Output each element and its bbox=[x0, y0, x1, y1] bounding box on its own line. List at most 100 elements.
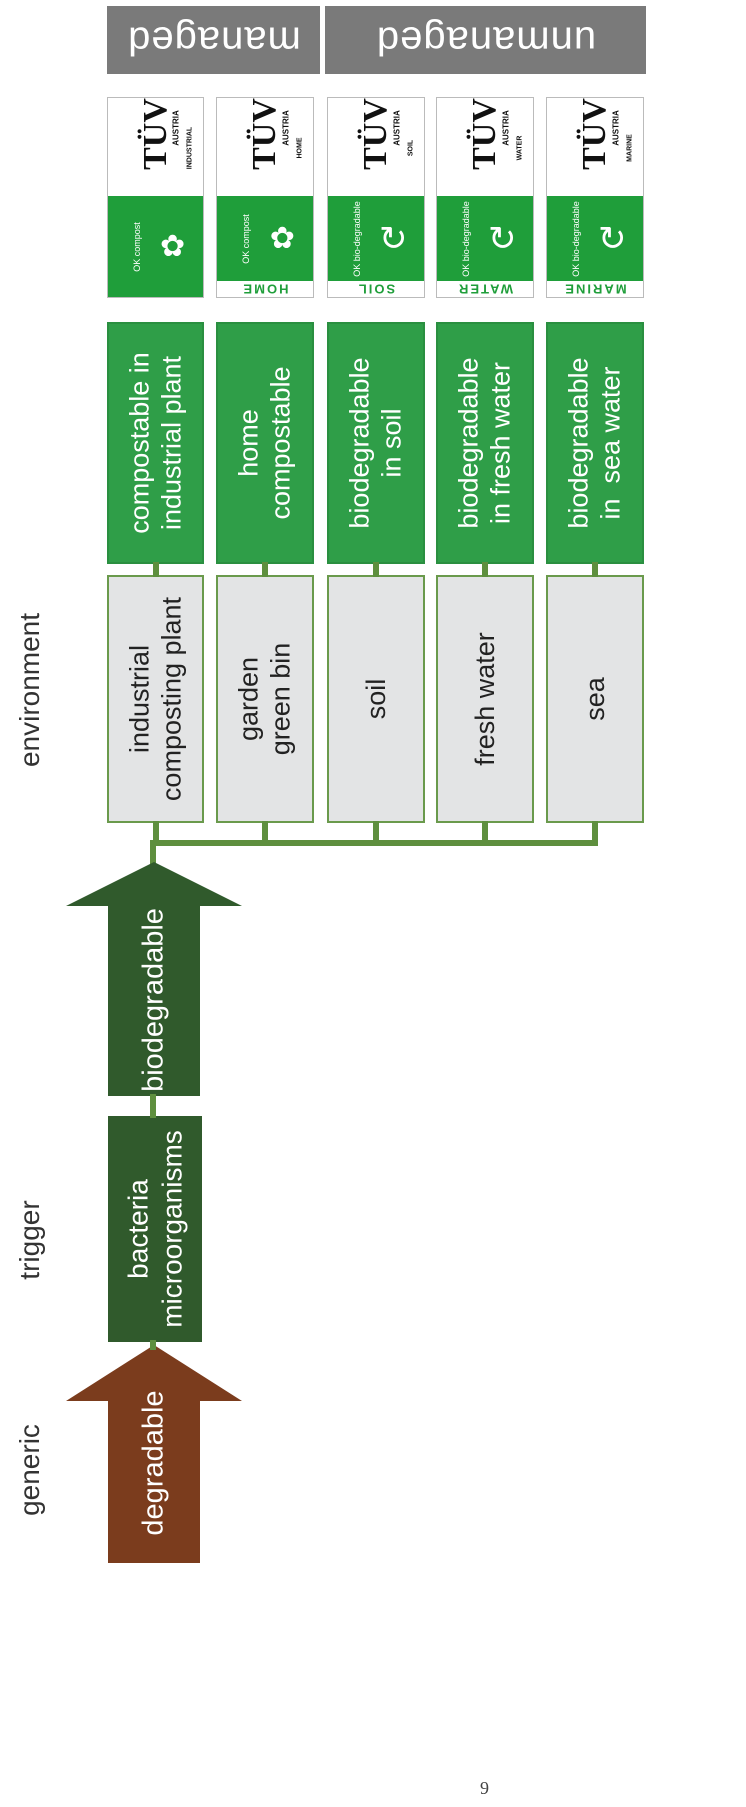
environment-line-1: garden bbox=[233, 656, 264, 742]
connector-label-environment bbox=[373, 562, 379, 577]
environment-line-1: fresh water bbox=[469, 632, 500, 766]
connector-label-environment bbox=[152, 562, 159, 577]
environment-line-2: green bin bbox=[266, 642, 296, 756]
ok-mark-text: OK bio-degradable bbox=[570, 200, 581, 277]
label-line-2: compostable bbox=[266, 366, 296, 520]
ok-mark-text: OK compost bbox=[240, 213, 251, 264]
environment-box bbox=[436, 575, 534, 823]
degradable-arrow bbox=[66, 1345, 242, 1563]
tuv-logo-icon: TÜV bbox=[136, 98, 174, 170]
austria-text: AUSTRIA bbox=[281, 110, 291, 146]
category-text: HOME bbox=[296, 137, 304, 159]
ok-mark-icon: ✿ OK compost bbox=[108, 196, 203, 297]
connector-environment-bus bbox=[482, 821, 488, 845]
degradable-arrow-label: degradable bbox=[137, 1390, 170, 1536]
connector-environment-bus bbox=[152, 821, 159, 845]
certification-word-strip: SOIL bbox=[328, 281, 424, 297]
tuv-logo-icon: TÜV bbox=[246, 98, 283, 170]
column-label-trigger: trigger bbox=[14, 1200, 45, 1280]
label-line-2: in soil bbox=[377, 408, 407, 478]
cycle-arrow-icon: ↻ bbox=[488, 219, 517, 258]
ok-mark-text: OK bio-degradable bbox=[460, 200, 471, 277]
environment-box bbox=[107, 575, 204, 823]
header-unmanaged: unmanaged bbox=[325, 6, 646, 74]
austria-text: AUSTRIA bbox=[392, 110, 402, 146]
label-line-1: biodegradable bbox=[453, 357, 484, 529]
connector-trigger-generic bbox=[150, 1340, 156, 1350]
label-box bbox=[107, 322, 204, 564]
connector-label-environment bbox=[262, 562, 268, 577]
certification-word-strip: WATER bbox=[437, 281, 533, 297]
column-label-environment: environment bbox=[14, 612, 45, 768]
connector-environment-bus bbox=[592, 821, 598, 845]
label-box bbox=[546, 322, 644, 564]
header-unmanaged-label: unmanaged bbox=[375, 18, 596, 63]
certification-word-strip: HOME bbox=[217, 281, 313, 297]
ok-mark-text: OK compost bbox=[131, 221, 142, 272]
label-box-text: compostable in industrial plant bbox=[123, 352, 188, 534]
certification-word: HOME bbox=[241, 281, 289, 297]
austria-text: AUSTRIA bbox=[501, 110, 511, 146]
label-line-1: biodegradable bbox=[563, 357, 594, 529]
ok-mark-icon: ↻ OK bio-degradable bbox=[437, 196, 533, 281]
trigger-line-2: microorganisms bbox=[156, 1130, 187, 1328]
ok-mark-icon: ↻ OK bio-degradable bbox=[547, 196, 643, 281]
category-text: WATER bbox=[516, 135, 524, 161]
ok-mark-icon: ↻ OK bio-degradable bbox=[328, 196, 424, 281]
label-line-2: industrial plant bbox=[156, 355, 187, 531]
label-line-2: in fresh water bbox=[486, 361, 516, 525]
environment-line-1: soil bbox=[360, 678, 391, 720]
flower-icon: ✿ bbox=[160, 229, 186, 263]
label-box-text: biodegradable in soil bbox=[344, 357, 409, 528]
cycle-arrow-icon: ↻ bbox=[598, 219, 627, 258]
trigger-box bbox=[108, 1116, 202, 1342]
label-line-2: in sea water bbox=[596, 366, 626, 520]
certification-word: WATER bbox=[457, 281, 513, 297]
label-box-text: home compostable bbox=[233, 366, 298, 519]
ok-mark-text: OK bio-degradable bbox=[351, 200, 362, 277]
label-box-text: biodegradable in fresh water bbox=[453, 357, 518, 528]
connector-label-environment bbox=[592, 562, 598, 577]
connector-environment-bus bbox=[373, 821, 379, 845]
connector-label-environment bbox=[482, 562, 488, 577]
environment-box-text: soil bbox=[360, 679, 392, 720]
tuv-logo-icon: TÜV bbox=[466, 98, 503, 170]
column-label-generic: generic bbox=[14, 1424, 45, 1516]
trigger-box-label: bacteria microorganisms bbox=[121, 1130, 188, 1328]
trigger-line-1: bacteria bbox=[122, 1179, 154, 1279]
biodegradable-arrow bbox=[66, 862, 242, 1096]
connector-arrow-trigger bbox=[150, 1094, 156, 1118]
label-box bbox=[216, 322, 314, 564]
page-number: 9 bbox=[480, 1778, 489, 1798]
flower-icon: ✿ bbox=[269, 221, 295, 255]
label-box bbox=[436, 322, 534, 564]
tuv-logo-icon: TÜV bbox=[357, 98, 394, 170]
certification-word: MARINE bbox=[563, 281, 627, 297]
environment-line-1: sea bbox=[579, 677, 610, 721]
certification-word-strip: MARINE bbox=[547, 281, 643, 297]
environment-box-text: sea bbox=[579, 677, 611, 721]
header-managed: managed bbox=[107, 6, 320, 74]
environment-line-1: industrial bbox=[124, 644, 155, 754]
category-text: INDUSTRIAL bbox=[186, 126, 194, 170]
certification-word: SOIL bbox=[356, 281, 396, 297]
ok-mark-icon: ✿ OK compost bbox=[217, 196, 313, 281]
environment-box-text: fresh water bbox=[469, 632, 501, 766]
connector-bus-arrow bbox=[150, 840, 156, 866]
cycle-arrow-icon: ↻ bbox=[379, 219, 408, 258]
austria-text: AUSTRIA bbox=[171, 110, 181, 146]
environment-line-2: composting plant bbox=[156, 596, 187, 802]
bus-line bbox=[151, 840, 598, 846]
biodegradable-arrow-label: biodegradable bbox=[137, 908, 170, 1092]
header-managed-label: managed bbox=[126, 18, 301, 63]
label-line-1: biodegradable bbox=[344, 357, 375, 529]
environment-box-text: industrial composting plant bbox=[123, 597, 188, 801]
category-text: MARINE bbox=[626, 134, 634, 162]
austria-text: AUSTRIA bbox=[611, 110, 621, 146]
label-box bbox=[327, 322, 425, 564]
